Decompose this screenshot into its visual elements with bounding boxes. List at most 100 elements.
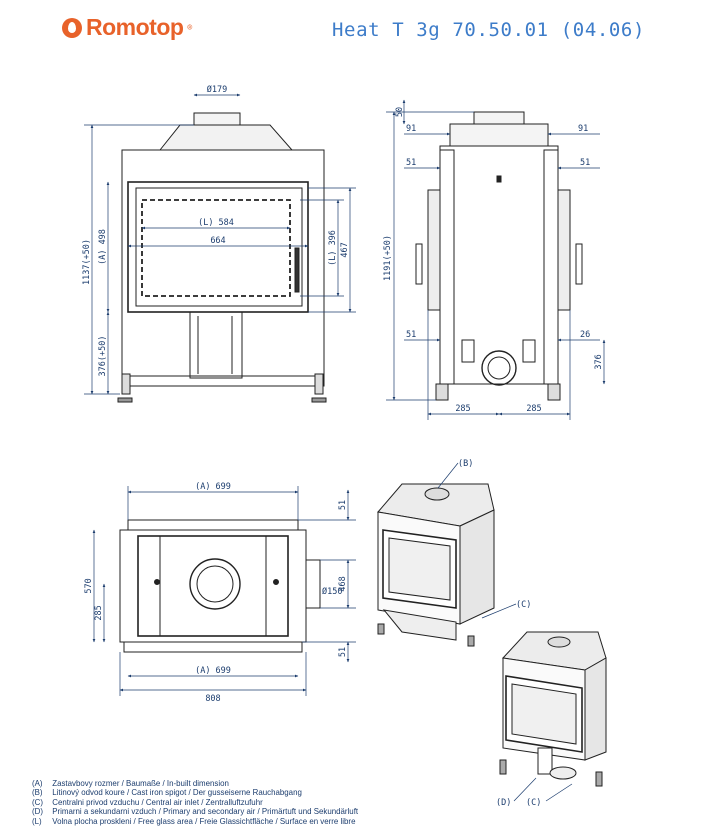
leader-line [545,783,573,802]
side-left-panel [427,189,441,311]
dim-left-inset-mid: 51 [406,158,416,168]
front-view [117,112,327,403]
stove-body [121,149,325,387]
side-top-block [449,123,549,147]
legend-text: Primarni a sekundarni vzduch / Primary a… [52,806,359,817]
top-view-flue-outer [189,558,241,610]
dim-glass-height: (L) 396 [328,230,338,266]
top-view-flue-inner [196,565,234,603]
legend-key: (L) [32,815,42,826]
dim-duct-size: 468 [338,576,348,591]
legend-key: (A) [32,778,43,788]
iso1-side [459,509,495,625]
side-air-inlet [481,350,517,386]
top-view-dimensions [92,486,356,696]
top-view-body [119,529,307,643]
side-left-foot [435,383,449,401]
legend-row: (B)Litinový odvod koure / Cast iron spig… [32,787,358,798]
dim-top-offset: 50 [395,107,405,117]
legend-row: (D) Primarni a sekundarni vzduch / Primar… [32,806,359,817]
dim-side-total-height: 1191(+50) [383,235,393,281]
side-left-rail [439,149,455,385]
iso2-side [584,657,607,761]
legend-text: Volna plocha proskleni / Free glass area… [52,815,356,826]
side-view-labels: 50 91 91 51 51 1191(+50) 51 26 376 285 2… [383,107,604,414]
iso1-flue [424,487,450,501]
callout-air-inlet-upper: (C) [516,600,531,610]
dim-top-flue-diameter: Ø150 [322,586,342,597]
dim-glass-width: (L) 584 [198,218,234,228]
top-view-labels: (A) 699 51 570 285 Ø150 468 51 (A) 699 8… [84,482,348,704]
door-inner [135,187,303,307]
door-frame [127,181,309,313]
top-view-inlet-duct [305,559,321,609]
dim-inlet-height: 376 [594,354,604,369]
isometric-view-1 [377,483,495,647]
side-view [415,111,583,401]
iso2-air-duct [537,747,553,775]
dim-builtin-width-top: (A) 699 [195,482,231,492]
trademark-symbol: ® [187,23,193,32]
front-view-dimensions [84,93,356,395]
dim-door-width: 664 [210,236,225,246]
callout-flue: (B) [458,459,473,469]
side-right-handle [575,243,583,285]
callout-air-inlet-lower: (C) [526,798,541,808]
legend-key: (B) [32,787,43,798]
iso2-foot [499,759,507,775]
top-view-front-flange [123,641,303,653]
side-right-vent [522,339,536,363]
side-view-dimensions [386,99,606,420]
legend-row: (C) Centralni privod vzduchu / Central ai… [32,796,358,807]
flame-logo-icon [62,17,82,38]
dim-total-height: 1137(+50) [82,239,92,285]
side-flue-collar [473,111,525,125]
dim-door-height: 467 [340,242,350,257]
dim-left-inset-bottom: 51 [406,330,416,340]
side-air-inlet-inner [487,356,511,380]
side-left-handle [415,243,423,285]
front-view-labels: Ø179 (L) 584 664 1137(+50) (A) 498 376(+… [82,84,350,376]
door-handle [294,247,300,293]
dim-right-inset-top: 91 [578,124,588,134]
dim-base-height: 376(+50) [98,336,108,377]
top-view-bolt [154,579,160,585]
legend: (A) Zastavbovy rozmer / Baumaße / In-buil… [32,778,359,826]
iso2-foot [595,771,603,787]
legend-key: (D) [32,806,43,817]
callout-leaders [437,462,573,802]
hood-top [158,124,294,151]
legend-row: (A) Zastavbovy rozmer / Baumaße / In-buil… [32,778,358,788]
right-foot [314,373,324,395]
side-left-vent [461,339,475,363]
legend-text: Centralni privod vzduchu / Central air i… [52,796,263,807]
flue-collar [193,112,241,126]
brand-logo: Romotop ® [62,14,192,41]
iso1-glass [388,537,451,601]
legend-text: Zastavbovy rozmer / Baumaße / In-built d… [52,778,229,788]
dim-right-depth: 285 [526,404,541,414]
dim-total-width: 808 [205,694,220,704]
top-view-rear-flange [127,519,299,531]
dim-builtin-height: (A) 498 [98,229,108,265]
side-right-rail [543,149,559,385]
iso2-flue [547,636,571,648]
leader-line [437,462,459,489]
top-view [119,519,321,653]
dim-half-depth: 285 [94,605,104,620]
dim-left-depth: 285 [455,404,470,414]
legend-row: (L) Volna plocha proskleni / Free glass a… [32,815,358,826]
dim-right-inset-bottom: 26 [580,330,590,340]
dim-bottom-margin: 51 [338,647,348,657]
dim-top-margin: 51 [338,500,348,510]
leader-line [513,777,537,802]
callout-primary-air: (D) [496,798,511,808]
document-title: Heat T 3g 70.50.01 (04.06) [332,19,646,41]
dim-builtin-width-bottom: (A) 699 [195,666,231,676]
brand-name: Romotop [86,14,184,40]
legend-key: (C) [32,796,43,807]
top-view-bolt [273,579,279,585]
left-foot [121,373,131,395]
right-foot-pad [311,397,327,403]
